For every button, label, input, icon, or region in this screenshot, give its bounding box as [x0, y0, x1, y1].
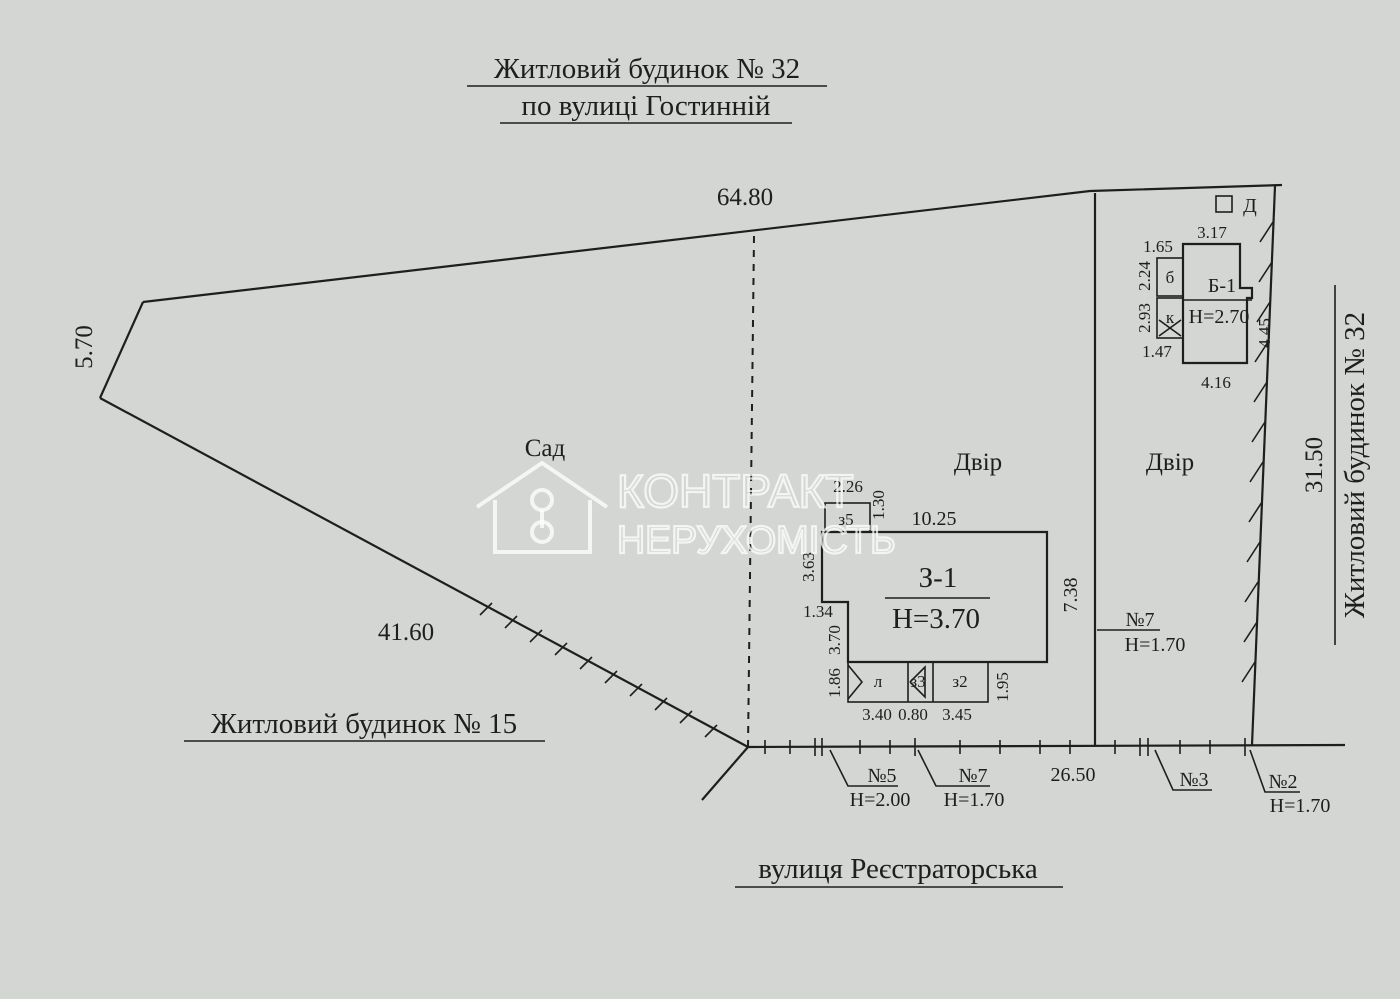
svg-text:№5: №5 — [867, 765, 896, 787]
header-line-2: по вулиці Гостинній — [521, 90, 770, 122]
house-z1-dim-ext-3: 3.45 — [942, 705, 972, 724]
west-neighbor-label: Житловий будинок № 15 — [184, 708, 545, 742]
fence-callout-7-inner: №7 Н=1.70 — [1097, 609, 1185, 656]
house-b1-part-b: б — [1166, 268, 1175, 287]
header-line-1: Житловий будинок № 32 — [494, 53, 800, 85]
outbuilding-d-icon — [1215, 195, 1233, 213]
house-b1-dim-porch-height: 2.24 — [1135, 261, 1154, 291]
fence-callout-7: №7 Н=1.70 — [917, 749, 1005, 811]
fence-callout-2: №2 Н=1.70 — [1249, 749, 1331, 817]
svg-text:Н=1.70: Н=1.70 — [944, 789, 1005, 811]
house-z1-dim-porch-width: 2.26 — [833, 477, 863, 496]
house-b1-dim-porch-top: 1.65 — [1143, 237, 1173, 256]
fence-callout-5: №5 Н=2.00 — [829, 749, 911, 811]
fence-callout-3: №3 — [1154, 749, 1212, 791]
boundary-hatching-southwest — [479, 602, 718, 738]
house-b1-label: Б-1 — [1208, 275, 1236, 297]
svg-text:№7: №7 — [1125, 609, 1154, 631]
house-z1-dim-west-wall: 3.63 — [799, 552, 818, 582]
svg-text:Н=2.00: Н=2.00 — [850, 789, 911, 811]
yard-label-2: Двір — [1146, 449, 1194, 476]
svg-text:Житловий будинок № 15: Житловий будинок № 15 — [211, 708, 517, 740]
street-label: вулиця Реєстраторська — [735, 853, 1063, 888]
house-z1-part-z3: з3 — [910, 672, 925, 691]
house-z1-dim-step: 1.34 — [803, 602, 833, 621]
svg-text:вулиця Реєстраторська: вулиця Реєстраторська — [758, 853, 1038, 885]
dimension-southwest: 41.60 — [378, 619, 434, 646]
house-b1-part-k: к — [1166, 308, 1175, 327]
svg-text:№2: №2 — [1268, 771, 1297, 793]
house-b1-dim-k-width: 1.47 — [1142, 342, 1172, 361]
dimension-inner-divider: 7.38 — [1060, 578, 1082, 613]
svg-text:Житловий будинок № 32: Житловий будинок № 32 — [1339, 312, 1371, 618]
boundary-hatching-east — [1241, 221, 1274, 683]
house-z1-dim-width: 10.25 — [912, 508, 957, 530]
watermark-line-2: НЕРУХОМІСТЬ — [617, 519, 896, 562]
garden-label: Сад — [525, 435, 566, 462]
dimension-east: 31.50 — [1301, 437, 1328, 493]
svg-text:Н=1.70: Н=1.70 — [1125, 634, 1186, 656]
yard-label-1: Двір — [954, 449, 1002, 476]
east-neighbor-label: Житловий будинок № 32 — [1334, 285, 1371, 645]
outbuilding-d-label: Д — [1243, 195, 1257, 217]
house-b1-dim-top: 3.17 — [1197, 223, 1227, 242]
svg-text:№7: №7 — [958, 765, 987, 787]
key-icon — [530, 488, 554, 512]
house-z1-dim-ext-4: 1.95 — [993, 672, 1012, 702]
house-z1-part-z5: з5 — [838, 510, 853, 529]
house-z1-part-z2: з2 — [952, 672, 967, 691]
house-z1-dim-ext-2: 0.80 — [898, 705, 928, 724]
dimension-north: 64.80 — [717, 184, 773, 211]
house-z1-dim-ext-1: 3.40 — [862, 705, 892, 724]
house-z1-height: Н=3.70 — [892, 603, 980, 635]
house-z1-dim-lower-wall: 3.70 — [825, 625, 844, 655]
house-b1-dim-bottom: 4.16 — [1201, 373, 1231, 392]
watermark-line-1: КОНТРАКТ — [617, 465, 854, 517]
plot-boundary — [98, 183, 1346, 801]
house-z1-dim-extension-depth: 1.86 — [825, 668, 844, 698]
dimension-west: 5.70 — [71, 325, 98, 369]
house-b1-dim-k-height: 2.93 — [1135, 303, 1154, 333]
street-boundary-ticks — [764, 738, 1246, 756]
house-b1: Д Б-1 Н=2.70 3.17 1.65 2.24 2.93 1.47 4.… — [1135, 195, 1274, 392]
house-z1: З-1 Н=3.70 10.25 2.26 1.30 3.63 1.34 3.7… — [799, 477, 1049, 724]
house-z1-label: З-1 — [919, 562, 958, 594]
house-b1-dim-east: 4.45 — [1255, 318, 1274, 348]
house-z1-part-l: л — [874, 672, 883, 691]
house-z1-dim-porch-depth: 1.30 — [869, 490, 888, 520]
header-title: Житловий будинок № 32 по вулиці Гостинні… — [467, 53, 827, 124]
svg-text:№3: №3 — [1179, 769, 1208, 791]
dimension-south: 26.50 — [1051, 764, 1096, 786]
svg-text:Н=1.70: Н=1.70 — [1270, 795, 1331, 817]
house-b1-height: Н=2.70 — [1189, 306, 1250, 328]
watermark: КОНТРАКТ НЕРУХОМІСТЬ — [475, 460, 897, 563]
